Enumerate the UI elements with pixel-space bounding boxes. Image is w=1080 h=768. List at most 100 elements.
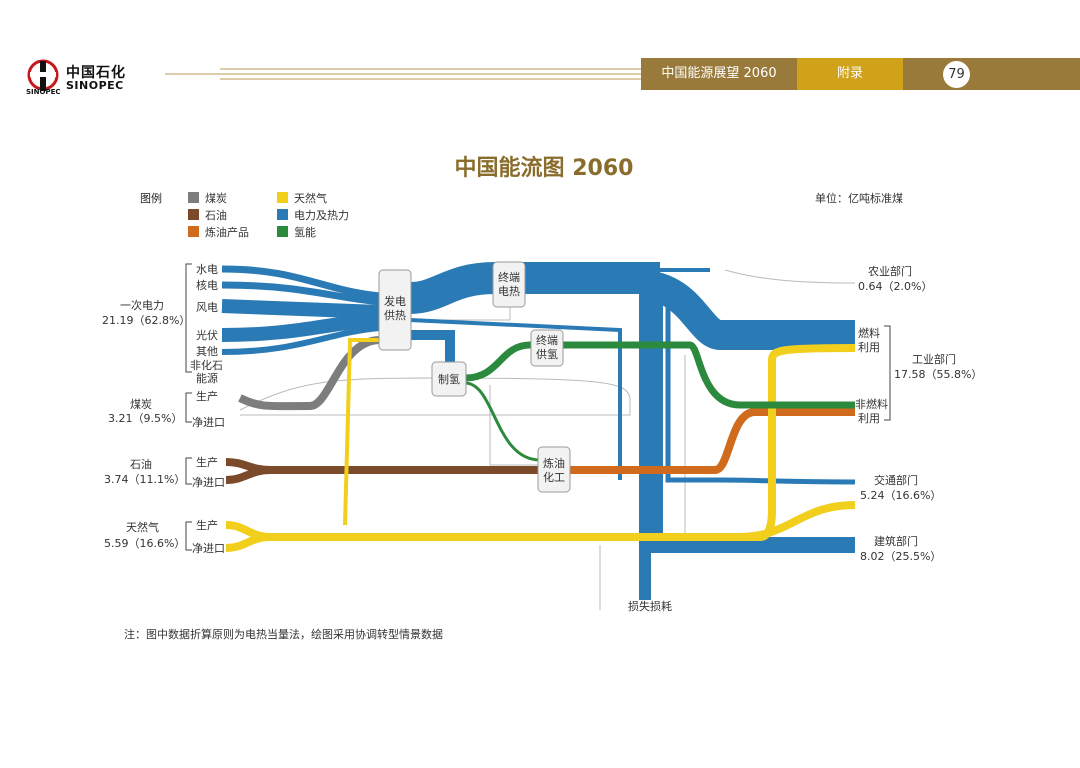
sink-industry-name: 工业部门 <box>912 352 956 366</box>
node-power-heat-line2: 供热 <box>384 308 406 322</box>
sinopec-logo-icon: SINOPEC <box>26 59 61 96</box>
node-refining-line2: 化工 <box>543 470 565 484</box>
flow-thin-1 <box>239 377 441 411</box>
gas-bracket <box>185 521 192 551</box>
sub-hydro: 水电 <box>196 263 218 276</box>
flow-gas-production <box>225 521 271 541</box>
node-end-power-line2: 电热 <box>498 285 520 298</box>
legend-label-power: 电力及热力 <box>294 209 349 222</box>
sink-building-name: 建筑部门 <box>874 534 918 548</box>
flow-refined-to-industry <box>570 408 855 474</box>
source-oil-name: 石油 <box>130 457 152 471</box>
industry-sub-fuel-2: 利用 <box>858 341 880 354</box>
flow-coal <box>238 336 381 411</box>
flow-gas-to-power <box>343 338 382 526</box>
flow-thin-4 <box>440 300 511 321</box>
legend-label-h2: 氢能 <box>294 225 316 239</box>
sinopec-logo: SINOPEC 中国石化 SINOPEC <box>24 58 134 98</box>
flow-oil-import <box>225 466 271 484</box>
footnote: 注：图中数据折算原则为电热当量法，绘图采用协调转型情景数据 <box>124 628 443 641</box>
oil-sub-import: 净进口 <box>192 475 225 489</box>
node-h2-prod-label: 制氢 <box>438 372 460 386</box>
legend: 煤炭 天然气 石油 电力及热力 炼油产品 氢能 <box>188 191 349 239</box>
source-gas-value: 5.59（16.6%） <box>104 537 185 550</box>
primary-power-bracket <box>185 263 192 373</box>
sink-transport-name: 交通部门 <box>874 473 918 487</box>
coal-sub-production: 生产 <box>196 389 218 403</box>
sink-agri-name: 农业部门 <box>868 264 912 278</box>
flow-end-to-transport <box>665 290 856 485</box>
node-power-heat-line1: 发电 <box>384 294 406 308</box>
node-end-h2-line1: 终端 <box>536 333 558 347</box>
flow-gas-main <box>270 344 856 541</box>
logo-chinese-text: 中国石化 <box>66 65 126 81</box>
flow-thin-2 <box>240 377 631 416</box>
node-end-h2-line2: 供氢 <box>536 347 558 361</box>
legend-label-coal: 煤炭 <box>205 192 227 205</box>
node-end-power-line1: 终端 <box>498 270 520 284</box>
industry-sub-nonfuel-1: 非燃料 <box>855 397 888 411</box>
oil-sub-production: 生产 <box>196 455 218 469</box>
legend-swatch-coal <box>188 192 199 203</box>
source-primary-power-value: 21.19（62.8%） <box>102 314 190 327</box>
flow-gas-import <box>225 533 271 552</box>
flow-thin-3 <box>489 385 540 466</box>
flow-oil-production <box>225 458 271 474</box>
legend-swatch-h2 <box>277 226 288 237</box>
sub-solar: 光伏 <box>196 328 218 342</box>
sub-nonfossil-1: 非化石 <box>190 358 223 372</box>
flow-thin-7 <box>724 269 856 284</box>
flow-end-to-industry <box>638 270 855 350</box>
section-tab[interactable]: 附录 <box>797 58 903 90</box>
coal-bracket <box>185 392 192 423</box>
sub-other: 其他 <box>196 345 218 358</box>
legend-label-oil: 石油 <box>205 208 227 222</box>
flow-wind <box>221 299 381 319</box>
logo-english-text: SINOPEC <box>66 79 124 92</box>
flow-gas-to-transport <box>739 501 856 541</box>
page-title: 中国能流图 2060 <box>454 156 634 181</box>
source-gas-name: 天然气 <box>126 520 159 534</box>
source-primary-power-name: 一次电力 <box>120 298 164 312</box>
flow-hydro <box>221 265 381 300</box>
sink-agri-value: 0.64（2.0%） <box>858 280 932 293</box>
doc-title: 中国能源展望 2060 <box>661 66 777 81</box>
source-oil-value: 3.74（11.1%） <box>104 473 185 486</box>
sink-transport-value: 5.24（16.6%） <box>860 489 941 502</box>
node-refining-line1: 炼油 <box>543 456 565 470</box>
legend-swatch-power <box>277 209 288 220</box>
oil-bracket <box>185 457 192 485</box>
sub-nuclear: 核电 <box>196 278 218 292</box>
sink-building-value: 8.02（25.5%） <box>860 550 941 563</box>
flow-solar <box>221 313 381 342</box>
flow-h2-main <box>464 341 855 409</box>
industry-sub-nonfuel-2: 利用 <box>858 412 880 425</box>
source-coal-value: 3.21（9.5%） <box>108 412 182 425</box>
sub-nonfossil-2: 能源 <box>196 371 218 385</box>
legend-swatch-refined <box>188 226 199 237</box>
legend-label-refined: 炼油产品 <box>205 225 249 239</box>
sink-industry-value: 17.58（55.8%） <box>894 368 982 381</box>
page-number: 79 <box>943 61 970 88</box>
node-end-h2 <box>530 329 564 367</box>
sub-wind: 风电 <box>196 301 218 314</box>
gas-sub-production: 生产 <box>196 518 218 532</box>
flow-nuclear <box>221 281 381 306</box>
header-rule-lines <box>165 68 641 80</box>
coal-sub-import: 净进口 <box>192 415 225 429</box>
flow-power-to-end <box>409 262 660 314</box>
unit-label: 单位：亿吨标准煤 <box>815 191 903 205</box>
legend-heading: 图例 <box>140 191 162 205</box>
source-coal-name: 煤炭 <box>130 398 152 411</box>
flow-other <box>221 325 381 355</box>
node-power-heat <box>378 269 412 351</box>
node-end-power <box>492 261 526 308</box>
flow-transport-side <box>409 318 622 480</box>
gas-sub-import: 净进口 <box>192 541 225 555</box>
sink-loss-label: 损失损耗 <box>628 599 672 613</box>
node-h2-prod <box>431 361 467 397</box>
legend-swatch-gas <box>277 192 288 203</box>
flow-h2-to-refining <box>464 381 541 462</box>
industry-sub-fuel-1: 燃料 <box>858 326 880 340</box>
